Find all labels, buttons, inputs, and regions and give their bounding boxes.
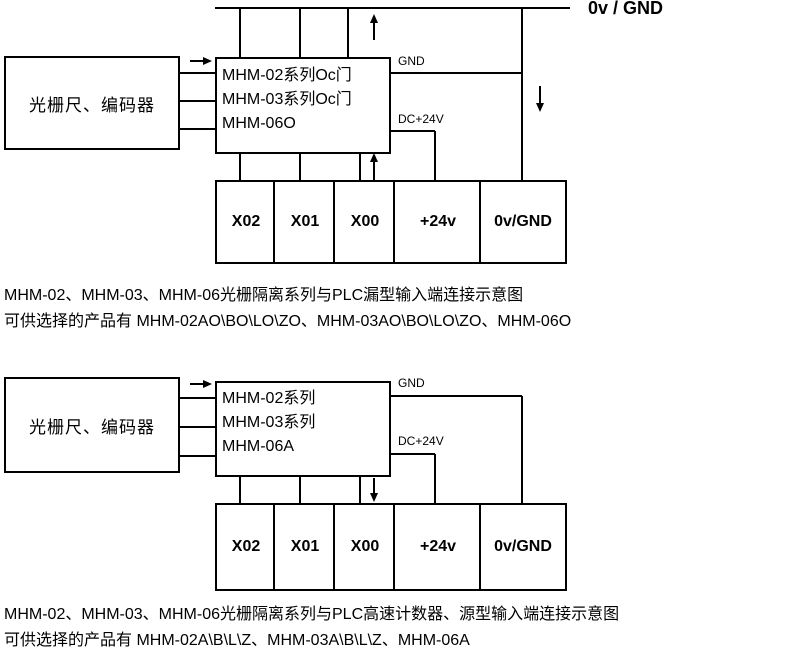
caption-line-1: MHM-02、MHM-03、MHM-06光栅隔离系列与PLC高速计数器、源型输入… bbox=[4, 606, 620, 623]
isolation-module-box: MHM-02系列Oc门 MHM-03系列Oc门 MHM-06O bbox=[215, 57, 391, 154]
isolation-module-box: MHM-02系列 MHM-03系列 MHM-06A bbox=[215, 381, 391, 477]
arrow-up-icon-head bbox=[370, 153, 378, 162]
gnd-label: GND bbox=[398, 376, 425, 390]
terminal-x02: X02 bbox=[215, 180, 275, 264]
gnd-label: GND bbox=[398, 54, 425, 68]
dc24v-label: DC+24V bbox=[398, 434, 444, 448]
arrow-right-icon-head bbox=[203, 57, 212, 65]
encoder-label: 光栅尺、编码器 bbox=[29, 95, 155, 115]
encoder-box: 光栅尺、编码器 bbox=[4, 377, 180, 473]
terminal-x01: X01 bbox=[273, 503, 335, 591]
dc24v-label: DC+24V bbox=[398, 112, 444, 126]
encoder-label: 光栅尺、编码器 bbox=[29, 417, 155, 437]
module-line: MHM-02系列Oc门 bbox=[222, 67, 352, 84]
module-line: MHM-02系列 bbox=[222, 390, 316, 407]
encoder-box: 光栅尺、编码器 bbox=[4, 56, 180, 150]
terminal-x01: X01 bbox=[273, 180, 335, 264]
arrow-down-icon-head bbox=[370, 493, 378, 502]
arrow-up-icon-head bbox=[370, 14, 378, 23]
module-line: MHM-06A bbox=[222, 438, 295, 455]
terminal-gnd: 0v/GND bbox=[479, 180, 567, 264]
terminal-gnd: 0v/GND bbox=[479, 503, 567, 591]
terminal-x00: X00 bbox=[333, 180, 395, 264]
caption-line-2: 可供选择的产品有 MHM-02AO\BO\LO\ZO、MHM-03AO\BO\L… bbox=[4, 313, 572, 330]
gnd-rail-label: 0v / GND bbox=[588, 0, 664, 18]
terminal-x00: X00 bbox=[333, 503, 395, 591]
module-line: MHM-06O bbox=[222, 115, 296, 132]
caption-line-1: MHM-02、MHM-03、MHM-06光栅隔离系列与PLC漏型输入端连接示意图 bbox=[4, 287, 524, 304]
terminal-24v: +24v bbox=[393, 503, 481, 591]
terminal-24v: +24v bbox=[393, 180, 481, 264]
arrow-right-icon-head bbox=[203, 380, 212, 388]
caption-line-2: 可供选择的产品有 MHM-02A\B\L\Z、MHM-03A\B\L\Z、MHM… bbox=[4, 632, 470, 649]
terminal-x02: X02 bbox=[215, 503, 275, 591]
module-line: MHM-03系列Oc门 bbox=[222, 91, 352, 108]
arrow-down-icon-head bbox=[536, 103, 544, 112]
module-line: MHM-03系列 bbox=[222, 414, 316, 431]
